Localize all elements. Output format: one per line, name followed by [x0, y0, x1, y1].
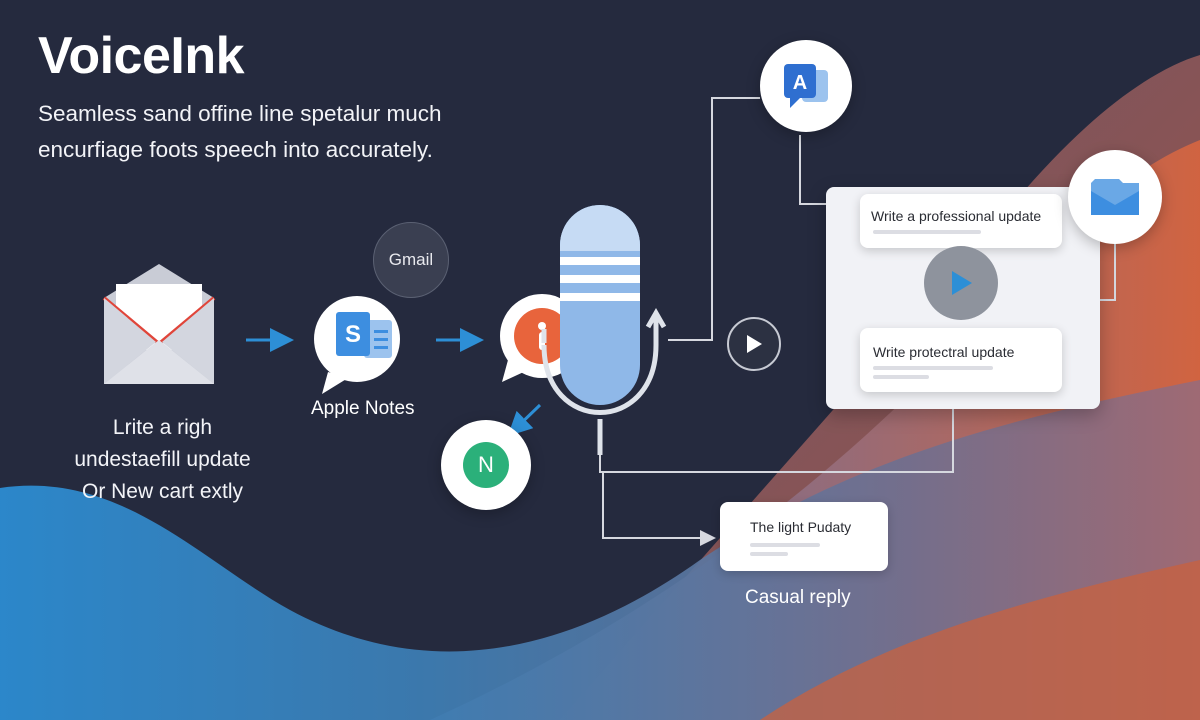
mail-icon — [1091, 179, 1139, 215]
line-mail-to-panel — [1100, 240, 1116, 301]
card-protectral-text: Write protectral update — [873, 344, 1015, 360]
casual-reply-label: Casual reply — [745, 587, 851, 608]
n-label: N — [478, 452, 494, 477]
line-mic-to-translate — [668, 97, 760, 341]
play-big-button[interactable] — [924, 246, 998, 320]
notes-letter: S — [345, 321, 361, 348]
play-icon — [747, 335, 762, 353]
translate-letter: A — [793, 72, 807, 94]
line-mic-to-panel — [599, 409, 954, 473]
text-placeholder-bar — [750, 552, 788, 556]
wave-lower — [0, 380, 1200, 720]
text-placeholder-bar — [873, 230, 981, 234]
line-translate-to-panel — [799, 135, 826, 205]
text-placeholder-bar — [873, 375, 929, 379]
play-button[interactable] — [727, 317, 781, 371]
apple-notes-icon[interactable]: S — [308, 290, 406, 398]
translate-icon-circle[interactable]: A — [760, 40, 852, 132]
left-caption-line: undestaefill update — [74, 448, 251, 471]
card-protectral-update[interactable]: Write protectral update — [860, 328, 1062, 392]
n-app-icon[interactable]: N — [441, 420, 531, 510]
card-light-text: The light Pudaty — [750, 519, 852, 535]
card-light-pudaty[interactable]: The light Pudaty — [720, 502, 888, 571]
text-placeholder-bar — [750, 543, 820, 547]
gmail-chip[interactable]: Gmail — [373, 222, 449, 298]
mail-icon-circle[interactable] — [1068, 150, 1162, 244]
card-professional-text: Write a professional update — [871, 208, 1042, 224]
microphone-icon[interactable] — [530, 205, 670, 465]
envelope-icon — [102, 264, 216, 384]
wave-bottom-right — [760, 560, 1200, 720]
app-subtitle: Seamless sand offine line spetalur much … — [38, 101, 442, 162]
translate-icon: A — [784, 64, 828, 108]
card-professional-update[interactable]: Write a professional update — [860, 194, 1062, 248]
left-caption: Lrite a righ undestaefill update Or New … — [60, 412, 265, 508]
text-placeholder-bar — [873, 366, 993, 370]
play-big-icon — [952, 271, 972, 295]
left-caption-line: Lrite a righ — [112, 416, 213, 439]
line-mic-to-light-card — [602, 472, 716, 546]
apple-notes-label: Apple Notes — [311, 398, 415, 419]
app-title: VoiceInk — [38, 27, 245, 85]
left-caption-line: Or New cart extly — [81, 480, 244, 503]
arrow-mic-to-n — [507, 403, 542, 437]
gmail-label: Gmail — [388, 250, 434, 269]
n-badge: N — [463, 442, 509, 488]
